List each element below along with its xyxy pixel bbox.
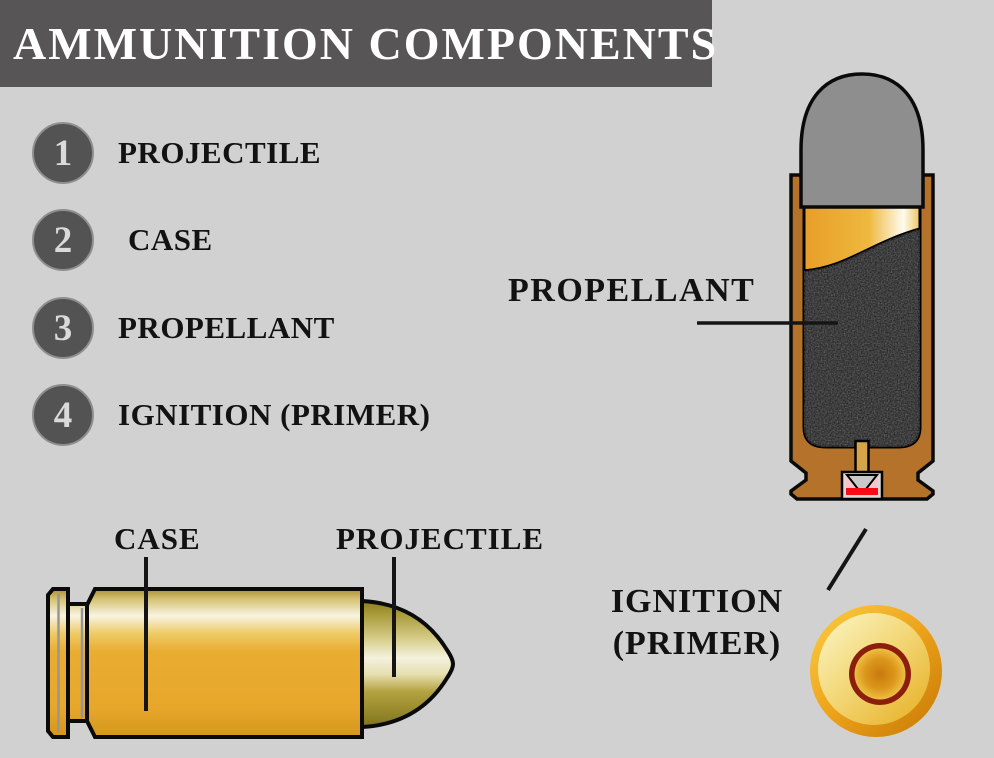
legend-label-propellant: PROPELLANT xyxy=(118,310,335,345)
number-badge-2: 2 xyxy=(32,209,94,271)
projectile-nose xyxy=(360,598,456,730)
bullet-cross-section xyxy=(799,72,925,209)
number-badge-4: 4 xyxy=(32,384,94,446)
primer-red-charge xyxy=(846,488,878,495)
legend-label-ignition: IGNITION (PRIMER) xyxy=(118,397,431,432)
callout-ignition-line1: IGNITION xyxy=(610,583,784,620)
legend-item-propellant: 3 PROPELLANT xyxy=(32,297,335,359)
legend-item-projectile: 1 PROJECTILE xyxy=(32,122,321,184)
page-title: AMMUNITION COMPONENTS xyxy=(13,18,719,69)
ignition-pointer-line xyxy=(826,527,868,592)
legend-item-ignition: 4 IGNITION (PRIMER) xyxy=(32,384,430,446)
title-bar: AMMUNITION COMPONENTS xyxy=(0,0,716,87)
callout-projectile: PROJECTILE xyxy=(336,521,545,556)
callout-ignition: IGNITION (PRIMER) xyxy=(566,581,828,665)
flash-hole xyxy=(854,439,870,477)
number-badge-3: 3 xyxy=(32,297,94,359)
case-body xyxy=(85,587,364,739)
callout-ignition-line2: (PRIMER) xyxy=(612,625,782,662)
primer-disc-center xyxy=(854,648,906,700)
cartridge-cross-section xyxy=(697,72,935,501)
primer-pocket xyxy=(840,470,884,501)
legend-label-case: CASE xyxy=(128,222,213,257)
legend-item-case: 2 CASE xyxy=(32,209,213,271)
cartridge-side-view xyxy=(46,557,456,739)
legend-label-projectile: PROJECTILE xyxy=(118,135,322,170)
primer-disc xyxy=(810,527,942,737)
callout-case: CASE xyxy=(114,521,201,556)
number-badge-1: 1 xyxy=(32,122,94,184)
callout-propellant: PROPELLANT xyxy=(508,272,756,309)
